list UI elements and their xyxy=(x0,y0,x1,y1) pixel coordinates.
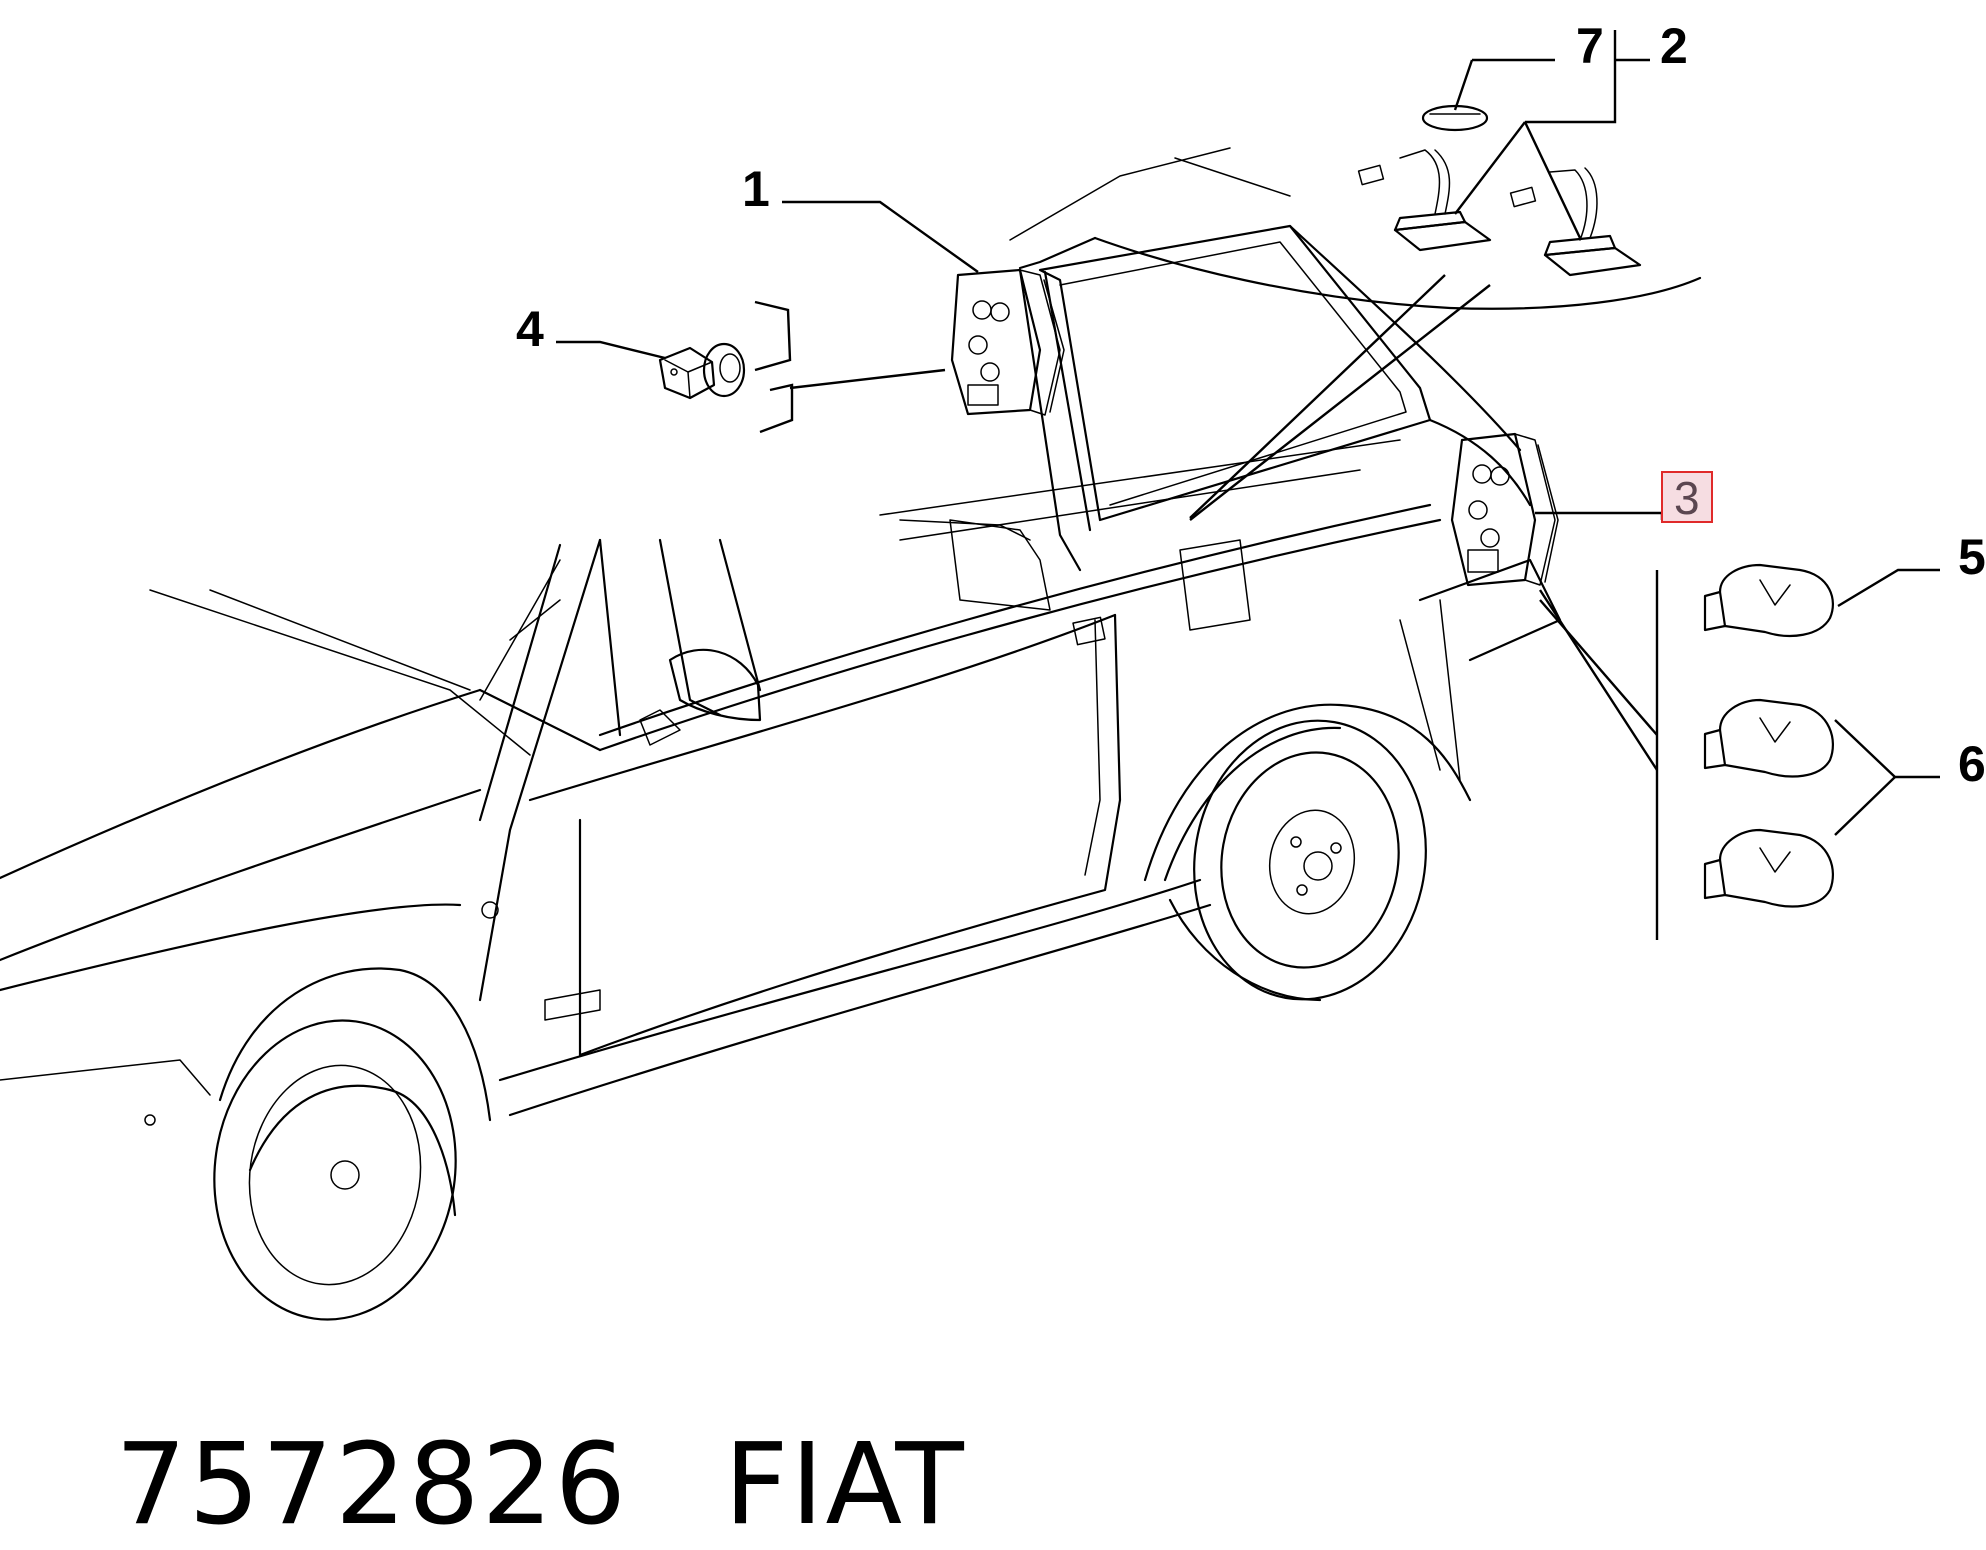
rear-lamp-right xyxy=(1450,432,1559,587)
bulb-6b xyxy=(1703,828,1834,908)
leader-lines xyxy=(556,30,1940,940)
bulb-5 xyxy=(1703,563,1834,638)
brand-name: FIAT xyxy=(724,1420,966,1550)
callout-1: 1 xyxy=(742,161,770,217)
callout-7: 7 xyxy=(1576,18,1604,74)
callout-3-highlight-box xyxy=(1661,471,1713,523)
bulb-6a xyxy=(1703,698,1834,778)
parts-diagram: 1 2 7 4 5 6 3 xyxy=(0,18,1986,1321)
callout-4: 4 xyxy=(516,301,544,357)
festoon-bulb xyxy=(1421,104,1489,132)
part-number: 7572826 xyxy=(115,1420,629,1550)
callout-2: 2 xyxy=(1660,18,1688,74)
license-plate-lamps xyxy=(1357,149,1642,277)
callout-3: 3 xyxy=(1674,472,1700,524)
car-body-outline xyxy=(0,147,1702,1321)
callout-5: 5 xyxy=(1958,529,1986,585)
part-number-footer: 7572826 FIAT xyxy=(40,1290,966,1550)
bulb-holder-part xyxy=(658,342,746,400)
callout-labels: 1 2 7 4 5 6 3 xyxy=(516,18,1986,792)
callout-6: 6 xyxy=(1958,736,1986,792)
rear-lamp-left xyxy=(950,268,1065,416)
